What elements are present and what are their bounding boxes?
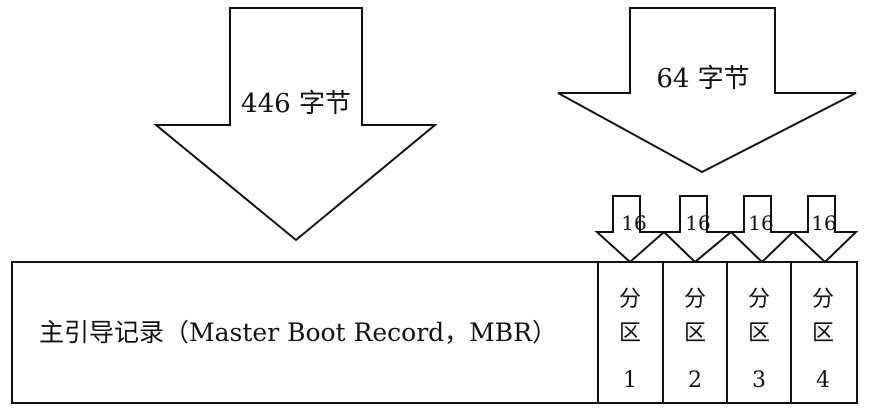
partition-char-2: 区 — [812, 321, 834, 346]
partition-table-size-arrow — [557, 7, 857, 174]
partition-entry-size-label: 16 — [685, 211, 710, 235]
partition-char-1: 分 — [748, 287, 770, 312]
partition-number: 4 — [816, 368, 830, 393]
partition-2-label: 分 区 2 — [684, 287, 706, 393]
partition-char-1: 分 — [684, 287, 706, 312]
partition-char-1: 分 — [619, 287, 641, 312]
partition-entry-size-label: 16 — [621, 211, 646, 235]
partition-4-label: 分 区 4 — [812, 287, 834, 393]
partition-entry-arrow-3 — [728, 195, 796, 264]
partition-number: 1 — [623, 368, 637, 393]
partition-char-2: 区 — [684, 321, 706, 346]
partition-1-label: 分 区 1 — [619, 287, 641, 393]
partition-char-1: 分 — [812, 287, 834, 312]
partition-3-label: 分 区 3 — [748, 287, 770, 393]
partition-number: 2 — [688, 368, 702, 393]
partition-entry-arrow-2 — [661, 195, 734, 264]
mbr-size-arrow — [153, 7, 438, 242]
partition-char-2: 区 — [619, 321, 641, 346]
partition-entry-size-label: 16 — [811, 211, 836, 235]
mbr-size-label: 446 字节 — [241, 89, 351, 119]
partition-entry-size-label: 16 — [748, 211, 773, 235]
partition-entry-arrow-4 — [790, 195, 859, 264]
mbr-box-label: 主引导记录（Master Boot Record，MBR） — [39, 318, 557, 347]
partition-entry-arrow-1 — [594, 195, 667, 264]
partition-char-2: 区 — [748, 321, 770, 346]
partition-number: 3 — [752, 368, 766, 393]
partition-table-size-label: 64 字节 — [656, 64, 749, 94]
disk-sector-box — [11, 261, 858, 404]
